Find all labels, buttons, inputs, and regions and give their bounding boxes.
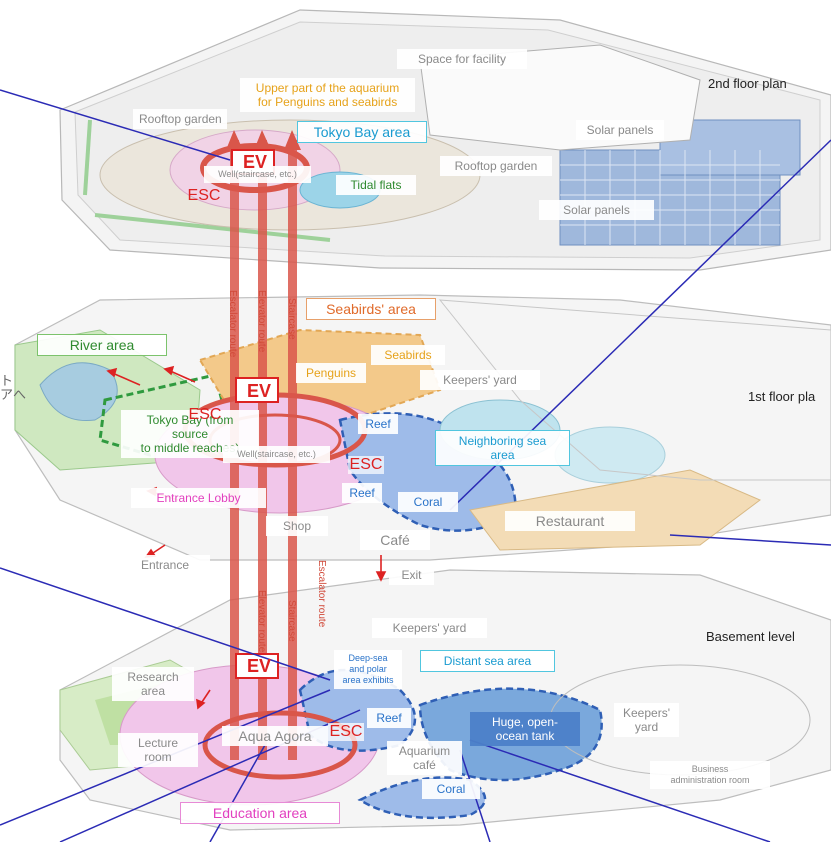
- reef-label-1: Reef: [358, 414, 398, 434]
- escalator-route-label-lower: Escalator route: [316, 560, 327, 628]
- first-floor-label: 1st floor pla: [748, 389, 816, 404]
- side-text: ト アへ: [0, 373, 27, 402]
- elevator-route-label-lower: Elevator route: [256, 590, 267, 653]
- elevator-route-label-upper: Elevator route: [256, 290, 267, 353]
- first-floor-esc-left-label: ESC: [188, 406, 222, 423]
- neighboring-sea-area-label: Neighboring sea area: [435, 430, 570, 466]
- basement-coral-label: Coral: [422, 779, 480, 799]
- education-area-label: Education area: [180, 802, 340, 824]
- tidal-flats-label: Tidal flats: [336, 175, 416, 195]
- shop-label: Shop: [266, 516, 328, 536]
- solar-panels-label-2: Solar panels: [539, 200, 654, 220]
- solar-panels-label-1: Solar panels: [576, 120, 664, 140]
- aqua-agora-label: Aqua Agora: [222, 726, 328, 746]
- first-floor-esc-right-label: ESC: [348, 456, 384, 474]
- research-area-label: Research area: [112, 667, 194, 701]
- first-floor-ev-label: EV: [247, 381, 272, 401]
- first-floor-well-label: Well(staircase, etc.): [223, 446, 330, 463]
- huge-open-ocean-tank-label: Huge, open- ocean tank: [470, 712, 580, 746]
- seabirds-area-label: Seabirds' area: [306, 298, 436, 320]
- basement-label: Basement level: [706, 629, 795, 644]
- solar-panel-array: [559, 119, 801, 246]
- exit-label: Exit: [389, 565, 434, 585]
- cafe-label: Café: [360, 530, 430, 550]
- space-for-facility-label: Space for facility: [397, 49, 527, 69]
- ev-boxes: [231, 149, 279, 679]
- tokyo-bay-area-label: Tokyo Bay area: [297, 121, 427, 143]
- entrance-label: Entrance: [120, 555, 210, 575]
- upper-part-label: Upper part of the aquarium for Penguins …: [240, 78, 415, 112]
- first-floor-coral-label: Coral: [398, 492, 458, 512]
- second-floor-label: 2nd floor plan: [708, 76, 787, 91]
- basement-keepers-yard-right-label: Keepers' yard: [614, 703, 679, 737]
- distant-sea-area-label: Distant sea area: [420, 650, 555, 672]
- first-floor-keepers-yard-label: Keepers' yard: [420, 370, 540, 390]
- staircase-label-lower: Staircase: [286, 600, 297, 642]
- river-area-label: River area: [37, 334, 167, 356]
- escalator-route-label-upper: Escalator route: [227, 290, 238, 358]
- aquarium-cafe-label: Aquarium café: [387, 741, 462, 775]
- second-floor-esc-label: ESC: [187, 187, 221, 204]
- rooftop-garden-left-label: Rooftop garden: [133, 109, 227, 129]
- reef-label-2: Reef: [342, 483, 382, 503]
- second-floor-well-label: Well(staircase, etc.): [204, 166, 311, 183]
- penguins-label: Penguins: [296, 363, 366, 383]
- pointer-lines: [0, 89, 831, 842]
- basement-esc-label: ESC: [328, 723, 364, 741]
- staircase-label-upper: Staircase: [286, 298, 297, 340]
- basement-keepers-yard-label: Keepers' yard: [372, 618, 487, 638]
- business-administration-room-label: Business administration room: [650, 761, 770, 789]
- restaurant-label: Restaurant: [505, 511, 635, 531]
- lecture-room-label: Lecture room: [118, 733, 198, 767]
- rooftop-garden-right-label: Rooftop garden: [440, 156, 552, 176]
- seabirds-label: Seabirds: [371, 345, 445, 365]
- entrance-lobby-label: Entrance Lobby: [131, 488, 266, 508]
- basement-ev-label: EV: [247, 656, 272, 676]
- deep-sea-polar-label: Deep-sea and polar area exhibits: [334, 650, 402, 689]
- basement-reef-label: Reef: [367, 708, 411, 728]
- second-floor-ev-label: EV: [243, 152, 268, 172]
